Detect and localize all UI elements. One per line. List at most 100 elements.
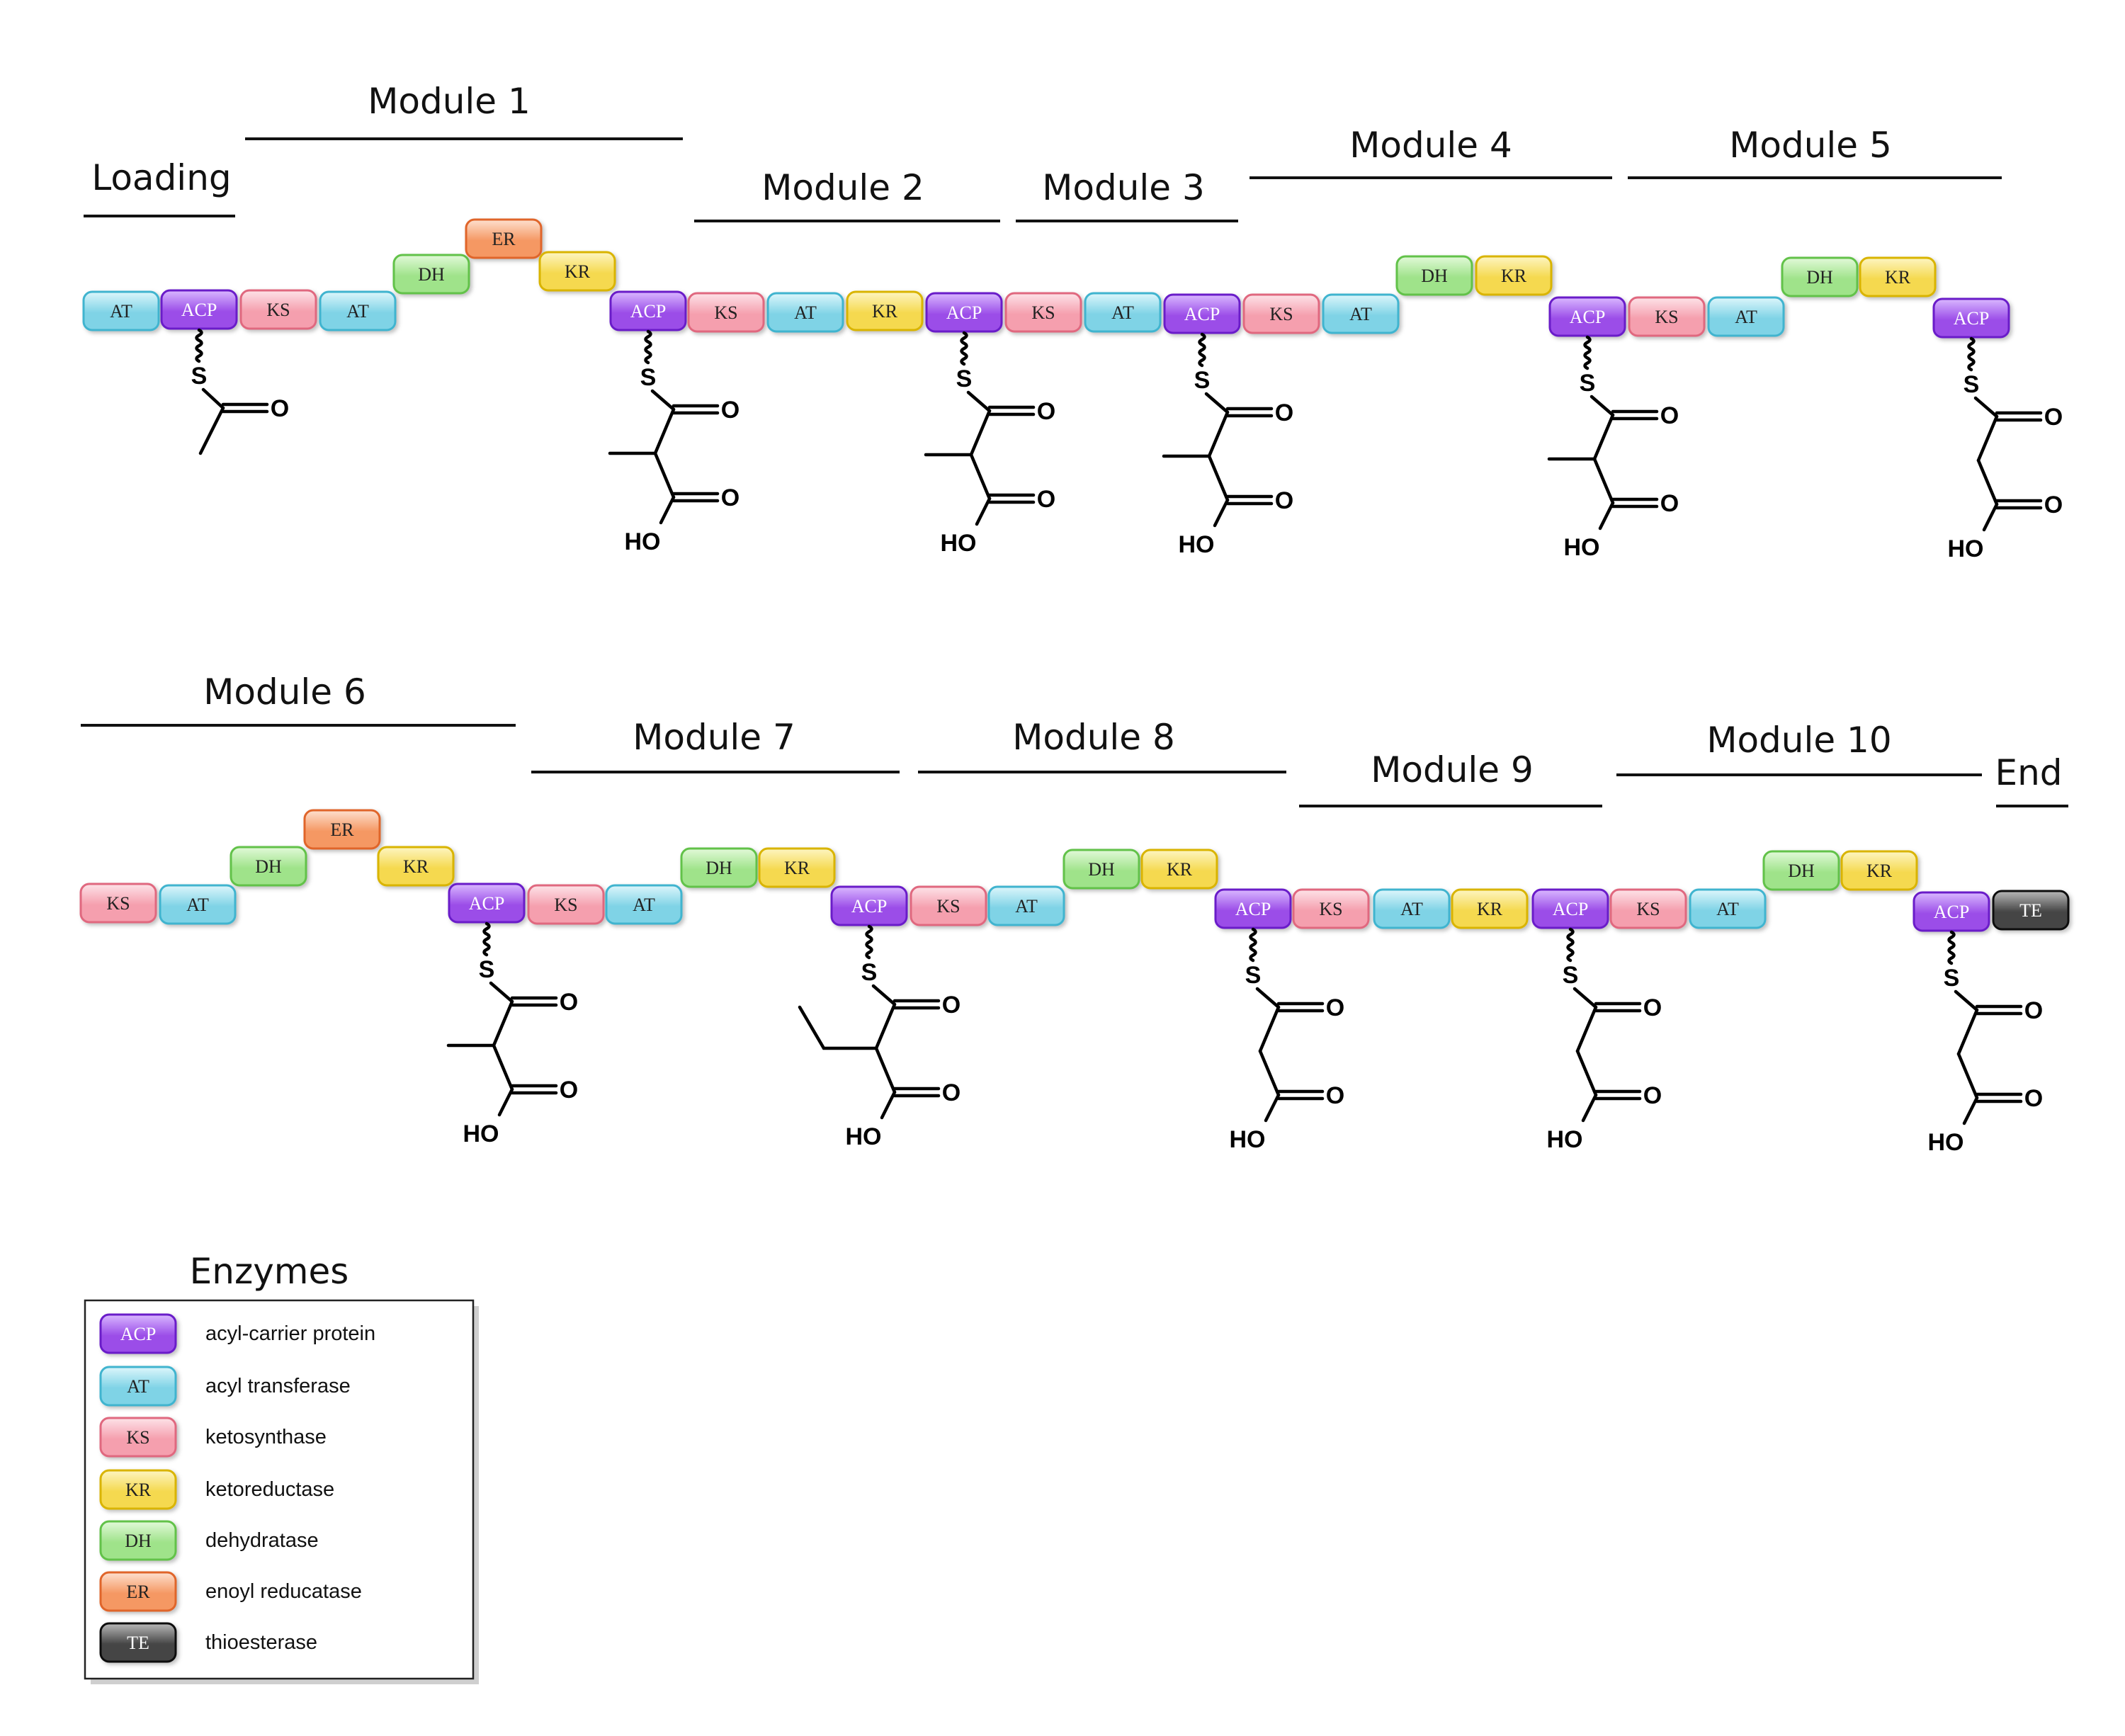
legend-label: enoyl reducatase xyxy=(205,1580,362,1603)
svg-text:ACP: ACP xyxy=(469,893,505,914)
legend-label: acyl transferase xyxy=(205,1375,351,1397)
domain-acp: ACP xyxy=(1531,888,1609,929)
domain-at: AT xyxy=(1322,293,1400,334)
svg-text:KR: KR xyxy=(565,261,591,282)
svg-text:DH: DH xyxy=(418,264,445,285)
oxygen-atom: O xyxy=(2044,492,2063,518)
domain-at: AT xyxy=(1707,296,1785,337)
domain-ks: KS xyxy=(1292,888,1370,929)
svg-text:ACP: ACP xyxy=(1235,899,1271,919)
svg-text:KS: KS xyxy=(266,300,290,320)
svg-text:DH: DH xyxy=(1788,861,1815,881)
domain-acp: ACP xyxy=(1214,888,1292,929)
svg-text:ACP: ACP xyxy=(1184,304,1220,324)
domain-kr: KR xyxy=(846,290,924,331)
svg-text:AT: AT xyxy=(186,895,209,915)
domain-acp: ACP xyxy=(1912,891,1990,932)
domain-at: AT xyxy=(159,884,237,925)
module-header: Module 10 xyxy=(1616,720,1982,776)
sulfur-atom: S xyxy=(1194,367,1211,394)
svg-text:AT: AT xyxy=(794,302,817,323)
domain-acp: ACP xyxy=(925,292,1003,333)
svg-text:KR: KR xyxy=(784,858,810,878)
module-label: Module 5 xyxy=(1729,125,1892,166)
domain-er: ER xyxy=(465,218,543,259)
svg-text:AT: AT xyxy=(127,1376,149,1397)
module-header: Module 9 xyxy=(1299,749,1602,807)
svg-text:AT: AT xyxy=(1400,899,1423,919)
svg-text:KS: KS xyxy=(106,893,130,914)
legend-swatch-dh: DH xyxy=(99,1520,177,1561)
sulfur-atom: S xyxy=(640,364,657,391)
domain-ks: KS xyxy=(910,885,987,926)
svg-text:KR: KR xyxy=(1167,859,1193,880)
extender-unit-acetyl: SO xyxy=(191,328,289,455)
svg-text:DH: DH xyxy=(1806,267,1833,288)
oxygen-atom: O xyxy=(560,989,578,1016)
legend-title: Enzymes xyxy=(190,1251,349,1292)
legend-label: dehydratase xyxy=(205,1529,319,1552)
svg-text:AT: AT xyxy=(346,301,369,322)
hydroxyl-group: HO xyxy=(941,530,977,557)
hydroxyl-group: HO xyxy=(625,528,661,555)
module-header: Module 8 xyxy=(918,717,1286,773)
domain-ks: KS xyxy=(239,289,317,330)
domain-at: AT xyxy=(82,290,160,331)
legend-label: thioesterase xyxy=(205,1631,317,1654)
domain-kr: KR xyxy=(1451,888,1529,929)
domain-ks: KS xyxy=(1242,293,1320,334)
svg-text:KR: KR xyxy=(1866,861,1893,881)
module-label: Module 7 xyxy=(633,717,795,758)
hydroxyl-group: HO xyxy=(846,1123,882,1150)
svg-text:AT: AT xyxy=(1111,302,1134,323)
svg-text:DH: DH xyxy=(125,1531,152,1551)
oxygen-atom: O xyxy=(2024,1085,2043,1112)
legend-label: ketoreductase xyxy=(205,1478,334,1501)
svg-text:AT: AT xyxy=(110,301,132,322)
hydroxyl-group: HO xyxy=(1230,1126,1266,1153)
domain-ks: KS xyxy=(1628,296,1706,337)
sulfur-atom: S xyxy=(479,956,495,983)
svg-text:AT: AT xyxy=(1349,304,1372,324)
domain-ks: KS xyxy=(687,292,765,333)
svg-text:KR: KR xyxy=(1501,266,1527,286)
oxygen-atom: O xyxy=(2044,404,2063,431)
domain-kr: KR xyxy=(538,251,616,292)
oxygen-atom: O xyxy=(1643,1082,1662,1109)
svg-text:KS: KS xyxy=(1269,304,1293,324)
domain-acp: ACP xyxy=(1548,296,1626,337)
domain-acp: ACP xyxy=(1932,297,2010,339)
oxygen-atom: O xyxy=(1326,1082,1344,1109)
oxygen-atom: O xyxy=(1643,994,1662,1021)
domain-at: AT xyxy=(766,292,844,333)
domain-dh: DH xyxy=(230,846,307,887)
svg-text:KR: KR xyxy=(872,301,898,322)
svg-text:DH: DH xyxy=(1421,266,1448,286)
svg-text:AT: AT xyxy=(633,895,655,915)
domain-kr: KR xyxy=(377,846,455,887)
domain-dh: DH xyxy=(1062,849,1140,890)
oxygen-atom: O xyxy=(1660,402,1679,429)
module-header: Module 6 xyxy=(81,671,516,727)
module-label: Module 10 xyxy=(1706,720,1891,761)
domain-kr: KR xyxy=(1140,849,1218,890)
svg-text:DH: DH xyxy=(255,856,282,877)
domain-acp: ACP xyxy=(160,289,238,330)
oxygen-atom: O xyxy=(1275,487,1293,514)
svg-text:KR: KR xyxy=(125,1480,152,1500)
svg-text:AT: AT xyxy=(1716,899,1739,919)
domain-at: AT xyxy=(1373,888,1451,929)
domain-at: AT xyxy=(987,885,1065,926)
svg-text:ACP: ACP xyxy=(851,896,888,917)
legend-label: acyl-carrier protein xyxy=(205,1322,375,1345)
oxygen-atom: O xyxy=(560,1077,578,1104)
oxygen-atom: O xyxy=(1275,399,1293,426)
